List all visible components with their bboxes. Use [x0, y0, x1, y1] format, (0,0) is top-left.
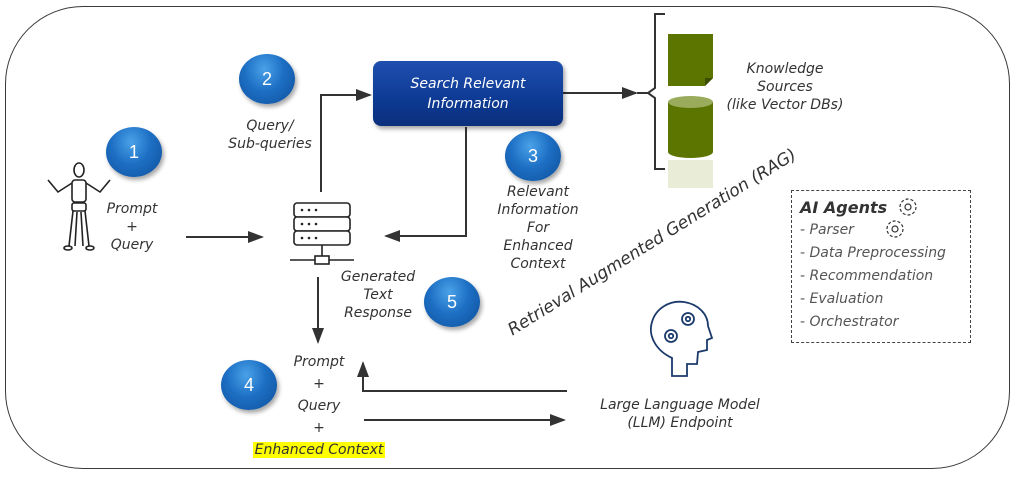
- arrow-server-to-search: [320, 89, 372, 192]
- step-badge-2: 2: [239, 54, 295, 104]
- user-figure-icon: [47, 162, 111, 251]
- diagram-frame: [5, 6, 1010, 469]
- enhanced-context-highlight: Enhanced Context: [252, 442, 386, 458]
- knowledge-brace: [646, 13, 665, 170]
- step-2-label: Query/ Sub-queries: [228, 118, 312, 152]
- ai-agents-title: AI Agents: [800, 198, 888, 217]
- step-5-label: Generated Text Response: [340, 269, 416, 321]
- agent-item: - Evaluation: [800, 291, 884, 307]
- gear-icon: [886, 198, 917, 238]
- arrow-search-to-server: [384, 127, 467, 242]
- step-1-label: Prompt + Query: [106, 201, 158, 253]
- agent-item: - Recommendation: [800, 268, 934, 284]
- ai-agents-box: AI Agents - Parser - Data Preprocessing …: [791, 190, 971, 343]
- llm-endpoint-label: Large Language Model (LLM) Endpoint: [600, 397, 760, 431]
- knowledge-sources-label: Knowledge Sources (like Vector DBs): [726, 61, 844, 113]
- agent-item: - Parser: [800, 222, 854, 238]
- agent-item: - Orchestrator: [800, 314, 899, 330]
- llm-head-icon: [650, 300, 714, 377]
- step-badge-5: 5: [424, 277, 480, 327]
- search-relevant-information-box: Search Relevant Information: [373, 61, 563, 126]
- database-icon: [668, 96, 713, 188]
- step-badge-4: 4: [221, 360, 277, 410]
- document-icon: [668, 34, 713, 86]
- step-badge-3: 3: [505, 131, 561, 181]
- step-4-label: Prompt + Query + Enhanced Context: [252, 354, 386, 458]
- step-badge-1: 1: [106, 127, 162, 177]
- step-3-label: Relevant Information For Enhanced Contex…: [497, 184, 579, 272]
- agent-item: - Data Preprocessing: [800, 245, 946, 261]
- arrow-llm-to-response: [357, 361, 567, 392]
- server-icon: [290, 202, 354, 265]
